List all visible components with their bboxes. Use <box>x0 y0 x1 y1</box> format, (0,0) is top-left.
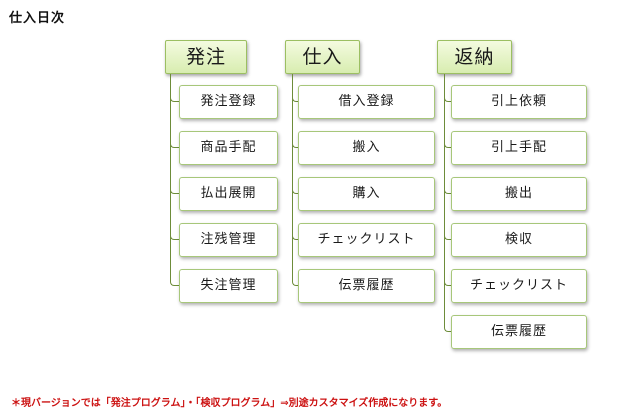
connector-line <box>444 74 452 332</box>
process-box-order-5[interactable]: 失注管理 <box>179 269 278 303</box>
process-box-order-2[interactable]: 商品手配 <box>179 131 278 165</box>
process-box-return-2[interactable]: 引上手配 <box>451 131 587 165</box>
column-header-purchase: 仕入 <box>285 40 360 74</box>
footnote: ＊現バージョンでは「発注プログラム」・「検収プログラム」⇒別途カスタマイズ作成に… <box>11 398 448 409</box>
process-box-order-1[interactable]: 発注登録 <box>179 85 278 119</box>
process-box-order-3[interactable]: 払出展開 <box>179 177 278 211</box>
process-box-purchase-5[interactable]: 伝票履歴 <box>298 269 435 303</box>
process-box-purchase-3[interactable]: 購入 <box>298 177 435 211</box>
process-box-return-6[interactable]: 伝票履歴 <box>451 315 587 349</box>
process-box-return-1[interactable]: 引上依頼 <box>451 85 587 119</box>
process-box-return-3[interactable]: 搬出 <box>451 177 587 211</box>
process-box-purchase-4[interactable]: チェックリスト <box>298 223 435 257</box>
process-box-return-4[interactable]: 検収 <box>451 223 587 257</box>
process-box-return-5[interactable]: チェックリスト <box>451 269 587 303</box>
connector-line <box>170 74 180 286</box>
column-header-order: 発注 <box>165 40 247 74</box>
connector-line <box>292 74 299 286</box>
process-box-order-4[interactable]: 注残管理 <box>179 223 278 257</box>
page-title: 仕入日次 <box>9 11 66 26</box>
process-box-purchase-1[interactable]: 借入登録 <box>298 85 435 119</box>
process-box-purchase-2[interactable]: 搬入 <box>298 131 435 165</box>
column-header-return: 返納 <box>437 40 512 74</box>
